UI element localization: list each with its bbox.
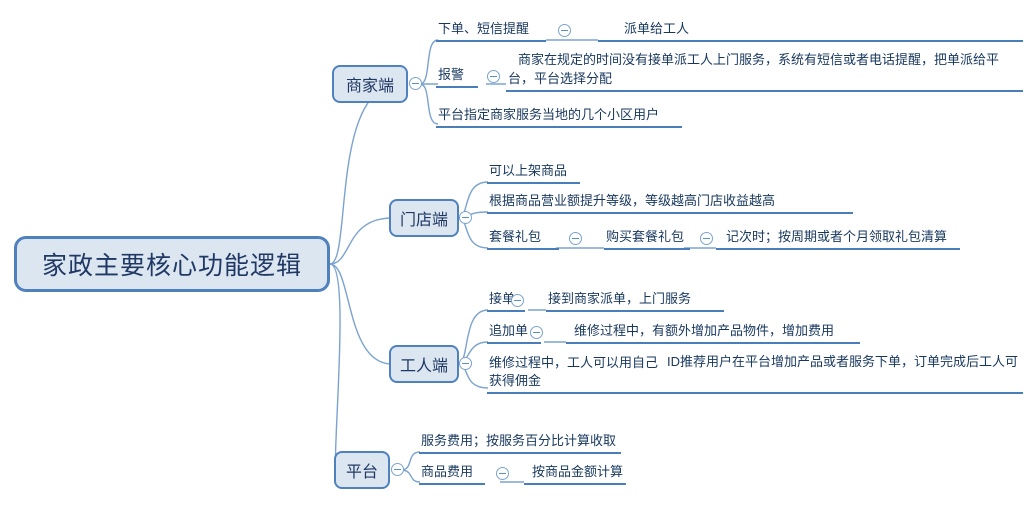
branch-node-store-label: 门店端 xyxy=(399,212,448,229)
list-item[interactable]: 接单 xyxy=(487,290,531,312)
list-item[interactable]: 商品费用 xyxy=(419,463,491,485)
list-item[interactable]: 按商品金额计算 xyxy=(524,463,632,485)
collapse-minus-icon[interactable] xyxy=(391,463,404,476)
list-item-label: 购买套餐礼包 xyxy=(604,227,690,250)
list-item[interactable]: 购买套餐礼包 xyxy=(604,228,696,250)
root-node[interactable]: 家政主要核心功能逻辑 xyxy=(14,236,330,292)
collapse-minus-icon[interactable] xyxy=(459,211,472,224)
list-item-label: ID推荐用户在平台增加产品或者服务下单，订单完成后工人可获得佣金 xyxy=(487,352,1023,394)
list-item[interactable]: 维修过程中，有额外增加产品物件，增加费用 xyxy=(566,322,866,344)
list-item-label: 商品费用 xyxy=(419,462,485,485)
branch-node-worker[interactable]: 工人端 xyxy=(389,345,459,383)
list-item[interactable]: 追加单 xyxy=(487,322,547,344)
collapse-minus-icon[interactable] xyxy=(700,232,713,245)
branch-node-platform[interactable]: 平台 xyxy=(334,451,390,489)
list-item[interactable]: 可以上架商品 xyxy=(487,162,586,184)
list-item-label: 派单给工人 xyxy=(598,19,1023,42)
branch-node-merchant[interactable]: 商家端 xyxy=(332,65,408,103)
list-item-label: 维修过程中，有额外增加产品物件，增加费用 xyxy=(566,321,860,344)
collapse-minus-icon[interactable] xyxy=(409,77,422,90)
list-item-label: 可以上架商品 xyxy=(487,161,580,184)
root-node-label: 家政主要核心功能逻辑 xyxy=(41,252,302,280)
list-item-label: 报警 xyxy=(436,65,478,88)
list-item[interactable]: 报警 xyxy=(436,66,484,88)
collapse-minus-icon[interactable] xyxy=(459,357,472,370)
list-item-label: 记次时；按周期或者个月领取礼包清算 xyxy=(716,227,960,250)
branch-node-store[interactable]: 门店端 xyxy=(389,199,459,237)
list-item[interactable]: 服务费用；按服务百分比计算收取 xyxy=(419,432,627,454)
list-item[interactable]: 套餐礼包 xyxy=(487,228,565,250)
list-item[interactable]: 维修过程中，工人可以用自己 xyxy=(487,352,659,374)
collapse-minus-icon[interactable] xyxy=(511,294,524,307)
list-item-label: 根据商品营业额提升等级，等级越高门店收益越高 xyxy=(487,191,853,214)
collapse-minus-icon[interactable] xyxy=(558,24,571,37)
list-item[interactable]: ID推荐用户在平台增加产品或者服务下单，订单完成后工人可获得佣金 xyxy=(487,352,1029,394)
list-item[interactable]: 平台指定商家服务当地的几个小区用户 xyxy=(436,106,688,128)
list-item[interactable]: 派单给工人 xyxy=(598,20,1029,42)
collapse-minus-icon[interactable] xyxy=(530,326,543,339)
list-item-label: 下单、短信提醒 xyxy=(436,19,546,42)
list-item[interactable]: 下单、短信提醒 xyxy=(436,20,554,42)
list-item-label: 维修过程中，工人可以用自己 xyxy=(489,355,659,370)
branch-node-platform-label: 平台 xyxy=(345,464,378,481)
branch-node-worker-label: 工人端 xyxy=(399,358,448,375)
list-item[interactable]: 商家在规定的时间没有接单派工人上门服务，系统有短信或者电话提醒，把单派给平台，平… xyxy=(506,50,1029,92)
list-item-label: 按商品金额计算 xyxy=(524,462,626,485)
list-item-label: 套餐礼包 xyxy=(487,227,559,250)
list-item[interactable]: 接到商家派单，上门服务 xyxy=(546,290,730,312)
list-item-label: 接到商家派单，上门服务 xyxy=(546,289,724,312)
list-item[interactable]: 根据商品营业额提升等级，等级越高门店收益越高 xyxy=(487,192,859,214)
branch-node-merchant-label: 商家端 xyxy=(345,78,394,95)
list-item-label: 接单 xyxy=(487,289,525,312)
list-item-label: 商家在规定的时间没有接单派工人上门服务，系统有短信或者电话提醒，把单派给平台，平… xyxy=(506,50,1023,92)
collapse-minus-icon[interactable] xyxy=(487,70,500,83)
list-item-label: 平台指定商家服务当地的几个小区用户 xyxy=(436,105,682,128)
collapse-minus-icon[interactable] xyxy=(496,467,509,480)
list-item[interactable]: 记次时；按周期或者个月领取礼包清算 xyxy=(716,228,966,250)
list-item-label: 服务费用；按服务百分比计算收取 xyxy=(419,431,621,454)
collapse-minus-icon[interactable] xyxy=(569,232,582,245)
list-item-label: 追加单 xyxy=(487,321,541,344)
